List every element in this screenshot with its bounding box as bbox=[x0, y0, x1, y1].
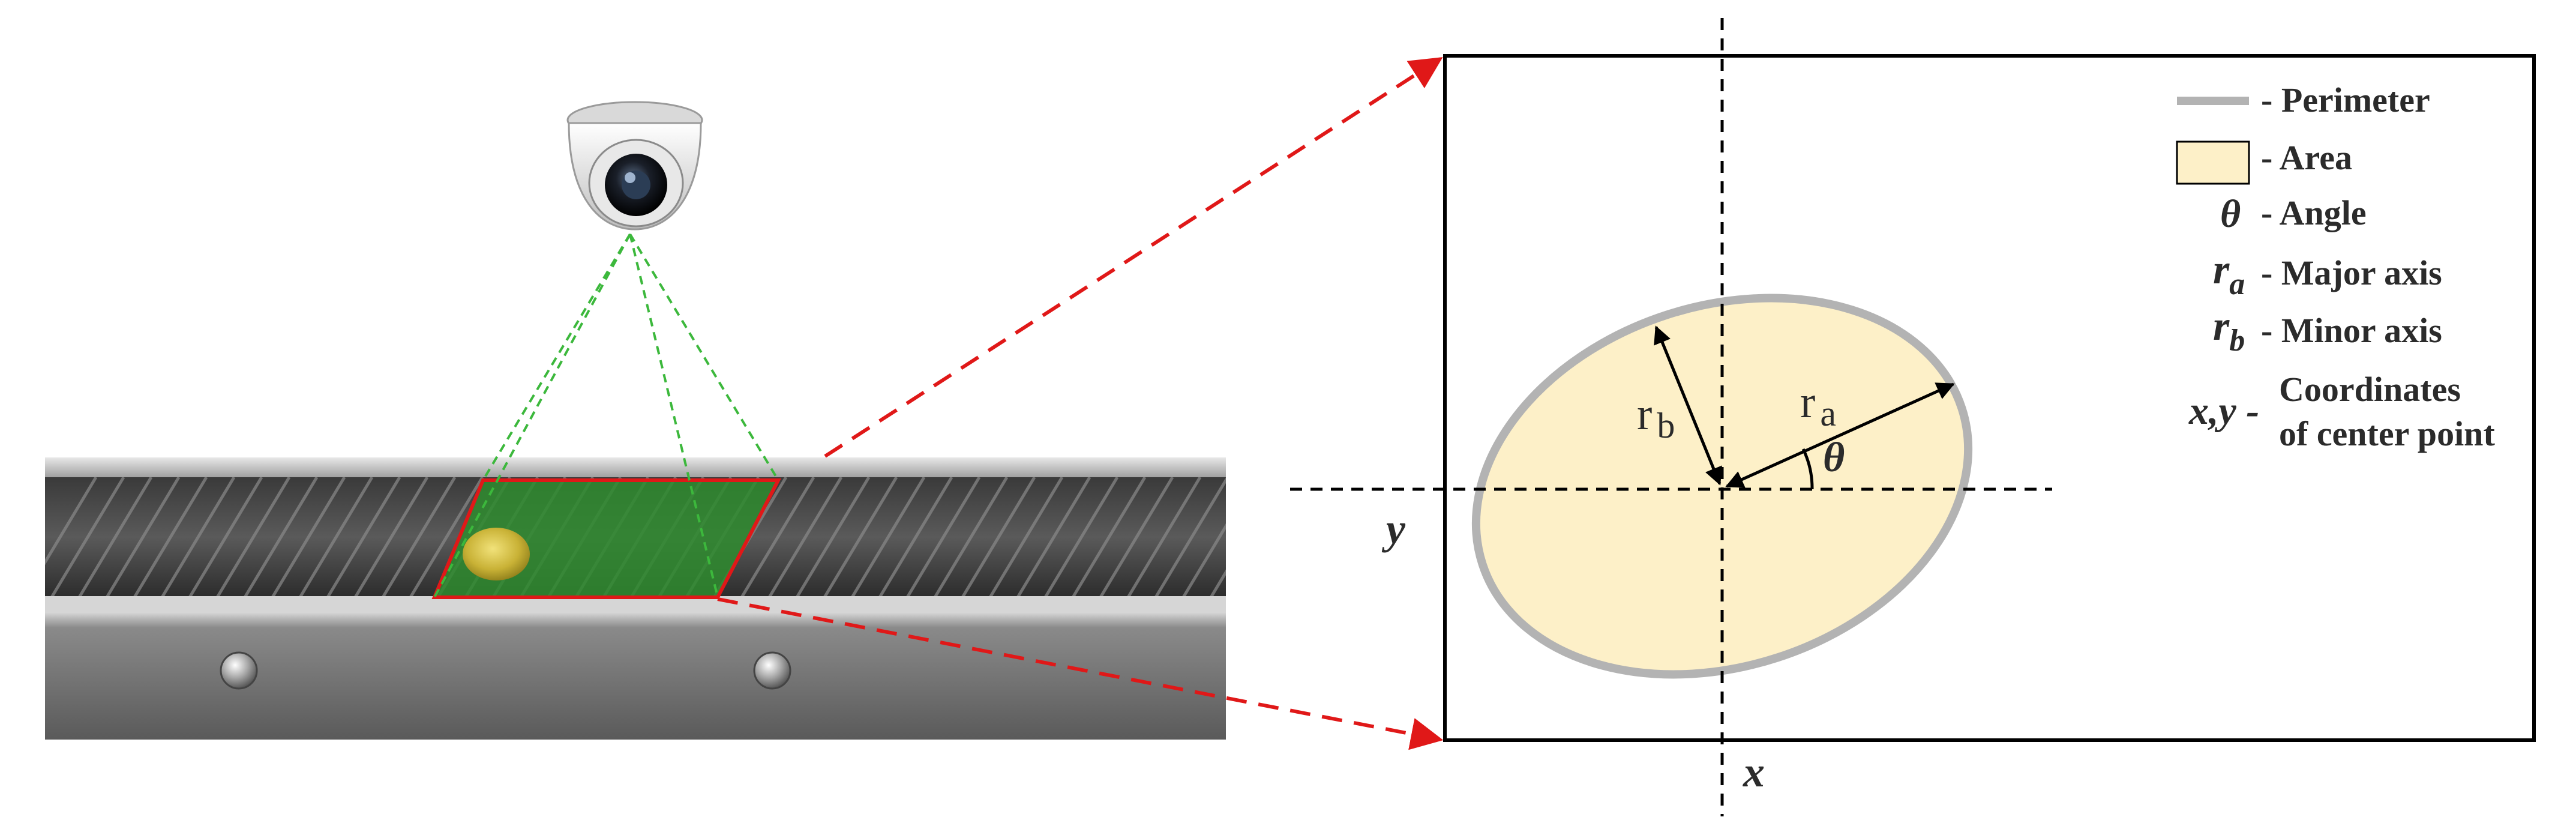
belt-slat bbox=[1181, 523, 1226, 597]
belt-slat bbox=[933, 477, 1009, 597]
axis-label-y: y bbox=[1381, 505, 1406, 553]
legend-area-label: - Area bbox=[2261, 138, 2352, 177]
zoom-pointer-arrows bbox=[717, 57, 1444, 750]
legend-angle-symbol: θ bbox=[2220, 192, 2241, 236]
belt-slat bbox=[298, 477, 374, 597]
camera-field-of-view bbox=[433, 233, 779, 598]
belt-slat bbox=[961, 477, 1036, 597]
yellow-fruit-object bbox=[463, 528, 530, 580]
belt-slat bbox=[878, 477, 953, 597]
pointer-arrow-bottom bbox=[717, 597, 1444, 750]
belt-slat bbox=[160, 477, 236, 597]
belt-slat bbox=[1154, 477, 1226, 597]
legend-area-swatch bbox=[2176, 140, 2250, 185]
belt-slat bbox=[740, 477, 815, 597]
belt-slat bbox=[823, 477, 898, 597]
legend: - Perimeter - Area θ - Angle ra - Major … bbox=[2176, 80, 2495, 453]
angle-label: θ bbox=[1823, 435, 1845, 481]
conveyor-top-rail bbox=[45, 457, 1226, 479]
major-axis-arrow bbox=[1725, 382, 1955, 488]
belt-slat bbox=[50, 477, 125, 597]
legend-major-label: - Major axis bbox=[2261, 253, 2442, 292]
belt-slat bbox=[1126, 477, 1202, 597]
belt-slat bbox=[1071, 477, 1147, 597]
bolt-icon bbox=[220, 651, 258, 690]
belt-slat bbox=[188, 477, 263, 597]
legend-perimeter-label: - Perimeter bbox=[2261, 80, 2430, 119]
pointer-arrow-top bbox=[824, 57, 1443, 458]
legend-coords-line2: of center point bbox=[2279, 414, 2495, 453]
center-axes bbox=[1290, 18, 2052, 816]
legend-angle-label: - Angle bbox=[2261, 193, 2367, 232]
belt-slat bbox=[326, 477, 401, 597]
belt-slat bbox=[905, 477, 981, 597]
dome-camera-icon bbox=[566, 101, 703, 231]
belt-slat bbox=[133, 477, 208, 597]
belt-slat bbox=[409, 477, 484, 597]
bolt-icon bbox=[753, 651, 791, 690]
belt-slat bbox=[1043, 477, 1119, 597]
belt-slat bbox=[243, 477, 319, 597]
angle-arc bbox=[1801, 448, 1814, 490]
belt-slat bbox=[1016, 477, 1091, 597]
belt-slat bbox=[1099, 477, 1174, 597]
belt-slat bbox=[271, 477, 346, 597]
belt-slat bbox=[1209, 569, 1226, 597]
belt-slat bbox=[353, 477, 429, 597]
axis-label-x: x bbox=[1743, 748, 1765, 796]
belt-slat bbox=[795, 477, 871, 597]
belt-slat bbox=[1266, 477, 1338, 597]
legend-major-symbol: ra bbox=[2213, 247, 2245, 301]
belt-slat bbox=[381, 477, 457, 597]
minor-axis-arrow bbox=[1654, 325, 1722, 486]
belt-slat bbox=[215, 477, 291, 597]
legend-coords-symbol: x,y - bbox=[2188, 389, 2259, 433]
belt-slat bbox=[77, 477, 153, 597]
legend-minor-label: - Minor axis bbox=[2261, 311, 2442, 350]
belt-slat bbox=[105, 477, 181, 597]
belt-slat bbox=[988, 477, 1064, 597]
belt-slat bbox=[1238, 477, 1311, 597]
legend-coords-line1: Coordinates bbox=[2279, 370, 2461, 409]
legend-minor-symbol: rb bbox=[2213, 303, 2245, 358]
belt-slat bbox=[850, 477, 926, 597]
belt-slat bbox=[767, 477, 843, 597]
belt-slat bbox=[45, 477, 98, 565]
